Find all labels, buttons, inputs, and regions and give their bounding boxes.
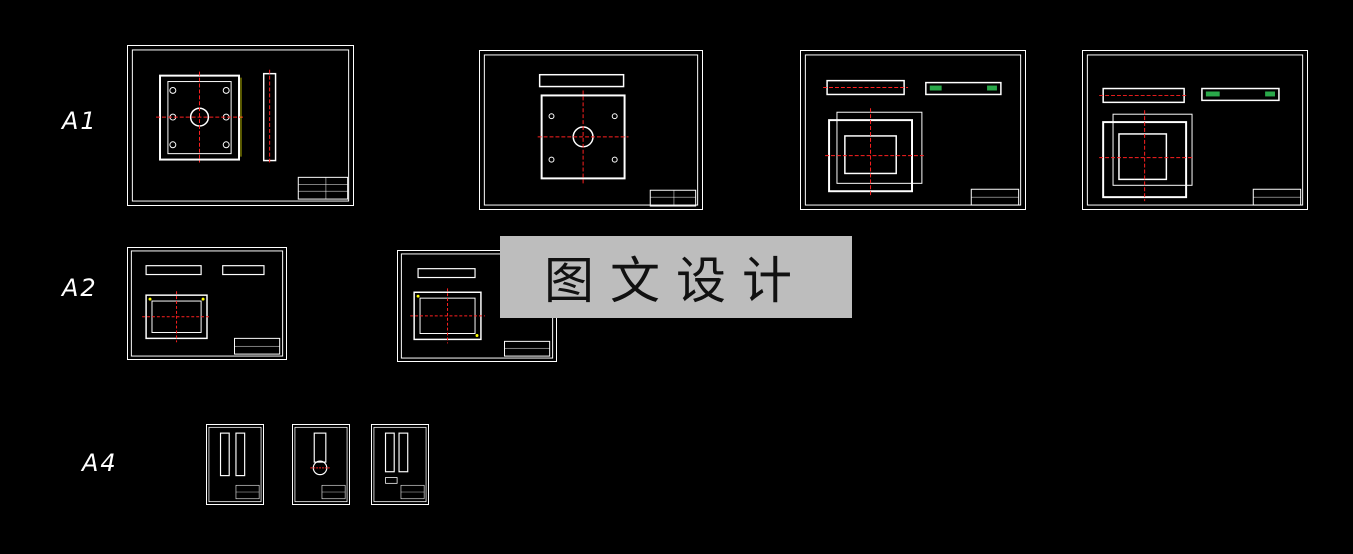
sheet-drawing bbox=[373, 426, 427, 503]
sheet-drawing bbox=[208, 426, 262, 503]
drawing-sheet-a2-1[interactable] bbox=[127, 247, 287, 360]
drawing-sheet-a1-3[interactable] bbox=[800, 50, 1026, 210]
drawing-sheet-a4-2[interactable] bbox=[292, 424, 350, 505]
row-label-a4: A4 bbox=[82, 449, 118, 477]
drawing-sheet-a1-2[interactable] bbox=[479, 50, 703, 210]
sheet-drawing bbox=[804, 54, 1022, 206]
row-label-a2: A2 bbox=[62, 274, 98, 302]
row-label-a1: A1 bbox=[62, 107, 98, 135]
sheet-drawing bbox=[294, 426, 348, 503]
sheet-drawing bbox=[400, 253, 554, 359]
sheet-drawing bbox=[130, 250, 284, 357]
sheet-drawing bbox=[131, 49, 350, 202]
sheet-drawing bbox=[1086, 54, 1304, 206]
watermark-banner: 图文设计 bbox=[500, 236, 852, 318]
sheet-drawing bbox=[483, 54, 699, 207]
drawing-sheet-a4-1[interactable] bbox=[206, 424, 264, 505]
drawing-sheet-a1-1[interactable] bbox=[127, 45, 354, 206]
drawing-sheet-a1-4[interactable] bbox=[1082, 50, 1308, 210]
drawing-sheet-a4-3[interactable] bbox=[371, 424, 429, 505]
